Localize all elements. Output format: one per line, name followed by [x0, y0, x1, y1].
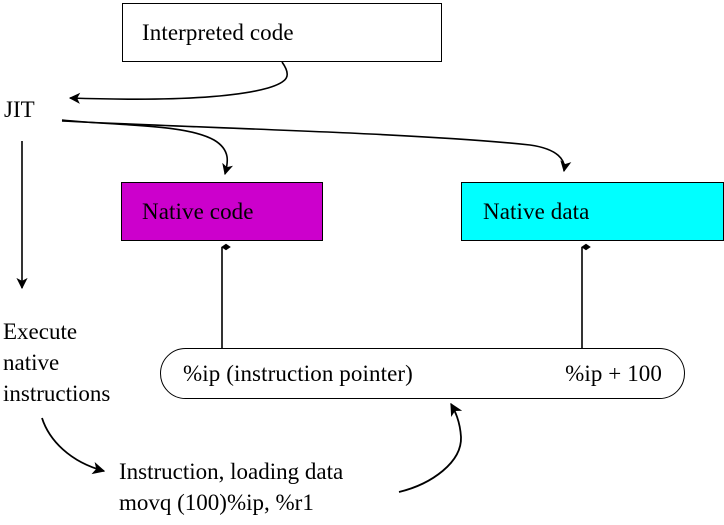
- label-instruction-detail: Instruction, loading data movq (100)%ip,…: [119, 459, 344, 515]
- node-interpreted-code[interactable]: Interpreted code: [122, 3, 442, 62]
- instruction-pointer-label: %ip (instruction pointer): [183, 361, 413, 386]
- node-instruction-pointer-box[interactable]: %ip (instruction pointer) %ip + 100: [160, 348, 685, 399]
- edge-execute-to-instruction-detail: [41, 417, 106, 475]
- instruction-pointer-offset-label: %ip + 100: [565, 361, 662, 386]
- node-native-code[interactable]: Native code: [121, 182, 323, 241]
- edge-interpreted-code-to-jit: [68, 61, 289, 104]
- edge-instruction-detail-to-ip: [398, 402, 463, 493]
- node-native-data-label: Native data: [483, 199, 590, 224]
- label-jit: JIT: [4, 97, 35, 122]
- node-interpreted-code-label: Interpreted code: [142, 20, 294, 45]
- edge-jit-to-native-code: [61, 119, 234, 176]
- label-execute-native-instructions: Execute native instructions: [3, 319, 111, 406]
- edge-jit-to-native-data: [61, 120, 572, 173]
- node-native-data[interactable]: Native data: [461, 182, 724, 241]
- node-native-code-label: Native code: [142, 199, 254, 224]
